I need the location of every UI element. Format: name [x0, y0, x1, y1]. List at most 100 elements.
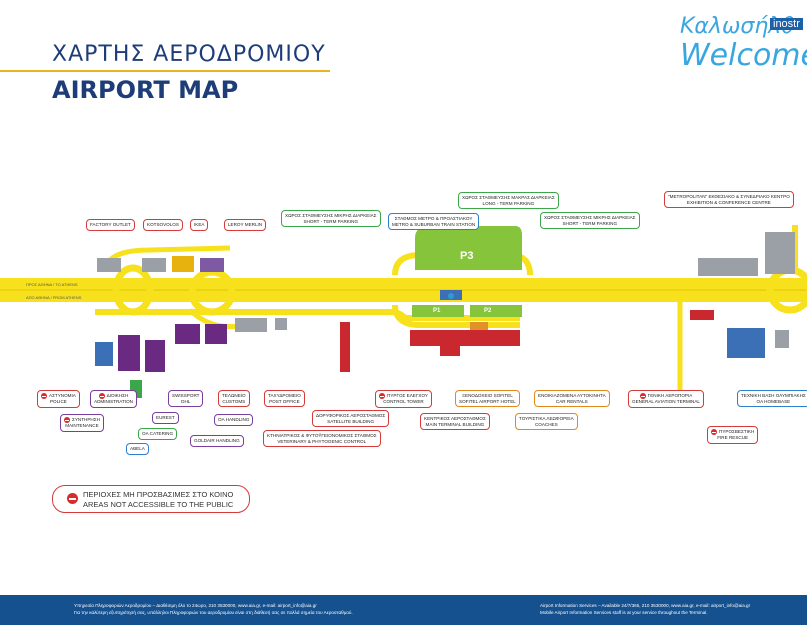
label-car-rentals-en: CAR RENTALS	[555, 398, 588, 404]
label-leroy-merlin: LEROY MERLIN	[224, 219, 267, 231]
label-car-rentals-gr: ΕΝΟΙΚΙΑΖΟΜΕΝΑ ΑΥΤΟΚΙΝΗΤΑ	[538, 393, 606, 398]
label-control-tower-gr: ΠΥΡΓΟΣ ΕΛΕΓΧΟΥ	[379, 393, 428, 399]
interchange-loop-1	[112, 264, 154, 316]
label-control-tower: ΠΥΡΓΟΣ ΕΛΕΓΧΟΥ CONTROL TOWER	[375, 390, 432, 408]
kotsovolos-bldg	[142, 258, 166, 272]
label-goldair: GOLDAIR HANDLING	[190, 435, 244, 447]
ikea-bldg	[172, 256, 194, 272]
label-sofitel: ΞΕΝΟΔΟΧΕΙΟ SOFITEL SOFITEL AIRPORT HOTEL	[455, 390, 520, 408]
label-coaches-en: COACHES	[534, 421, 558, 427]
p1-label: P1	[433, 308, 441, 314]
label-administration-gr-text: ΔΙΟΙΚΗΣΗ	[106, 393, 129, 399]
welcome-english: Welcome!	[680, 38, 807, 73]
eurest-bldg	[145, 340, 165, 372]
legend-text-greek: ΠΕΡΙΟΧΕΣ ΜΗ ΠΡΟΣΒΑΣΙΜΕΣ ΣΤΟ ΚΟΙΝΟ	[83, 490, 234, 499]
label-metropolitan-gr: "METROPOLITAN" ΕΚΘΕΣΙΑΚΟ & ΣΥΝΕΔΡΙΑΚΟ ΚΕ…	[668, 194, 790, 199]
label-veterinary-gr: ΚΤΗΝΙΑΤΡΙΚΟΣ & ΦΥΤΟΫΓΕΙΟΝΟΜΙΚΟΣ ΣΤΑΘΜΟΣ	[267, 433, 377, 438]
label-coaches: ΤΟΥΡΙΣΤΙΚΑ ΛΕΩΦΟΡΕΙΑ COACHES	[515, 413, 578, 431]
label-maintenance-gr: ΣΥΝΤΗΡΗΣΗ	[64, 417, 100, 423]
restricted-icon	[64, 417, 70, 423]
label-general-aviation-gr: ΓΕΝΙΚΗ ΑΕΡΟΠΟΡΙΑ	[632, 393, 700, 399]
legend-text-english: AREAS NOT ACCESSIBLE TO THE PUBLIC	[83, 500, 234, 509]
label-eurest: EUREST	[152, 412, 179, 424]
label-short-parking-left: ΧΩΡΟΣ ΣΤΑΘΜΕΥΣΗΣ ΜΙΚΡΗΣ ΔΙΑΡΚΕΙΑΣ SHORT …	[281, 210, 381, 228]
label-short-parking-left-gr: ΧΩΡΟΣ ΣΤΑΘΜΕΥΣΗΣ ΜΙΚΡΗΣ ΔΙΑΡΚΕΙΑΣ	[285, 213, 377, 218]
label-control-tower-gr-text: ΠΥΡΓΟΣ ΕΛΕΓΧΟΥ	[387, 393, 428, 399]
label-satellite-gr: ΔΟΡΥΦΟΡΙΚΟΣ ΑΕΡΟΣΤΑΘΜΟΣ	[316, 413, 386, 418]
label-swissport-en: DHL	[181, 398, 191, 404]
label-oa-catering: OA CATERING	[138, 428, 178, 440]
label-fire-rescue-en: FIRE RESCUE	[717, 435, 749, 440]
label-sofitel-en: SOFITEL AIRPORT HOTEL	[459, 398, 516, 404]
label-main-terminal: ΚΕΝΤΡΙΚΟΣ ΑΕΡΟΣΤΑΘΜΟΣ MAIN TERMINAL BUIL…	[420, 413, 490, 431]
label-short-parking-left-en: SHORT - TERM PARKING	[303, 218, 359, 224]
hotel-shape	[470, 322, 488, 330]
map-title-greek: ΧΑΡΤΗΣ ΑΕΡΟΔΡΟΜΙΟΥ	[52, 42, 326, 67]
label-olympic-base-gr: ΤΕΧΝΙΚΗ ΒΑΣΗ ΟΛΥΜΠΙΑΚΗΣ	[741, 393, 806, 398]
label-car-rentals: ΕΝΟΙΚΙΑΖΟΜΕΝΑ ΑΥΤΟΚΙΝΗΤΑ CAR RENTALS	[534, 390, 610, 408]
grey-bldg-1	[235, 318, 267, 332]
road-label-from-athens: ΑΠΟ ΑΘΗΝΑ / FROM ATHENS	[26, 295, 82, 300]
label-factory-outlet: FACTORY OUTLET	[86, 219, 135, 231]
p3-label: P3	[460, 250, 474, 262]
restricted-icon	[711, 429, 717, 435]
label-olympic-base-en: OA HOMEBASE	[756, 398, 791, 404]
terminal-ring-bottom	[392, 304, 520, 328]
olympic-base-bldg	[727, 328, 765, 358]
label-metro-station-en: METRO & SUBURBAN TRAIN STATION	[392, 221, 476, 227]
p2-label: P2	[484, 308, 492, 314]
metropolitan-bldg	[698, 258, 758, 276]
grey-bldg-2	[275, 318, 287, 330]
swissport-bldg	[175, 324, 200, 344]
p1-parking-area	[412, 305, 464, 317]
label-abela: ABELA	[126, 443, 149, 455]
label-satellite-en: SATELLITE BUILDING	[327, 418, 375, 424]
label-veterinary-en: VETERINARY & PHYTOGENIC CONTROL	[277, 438, 367, 444]
label-long-parking-gr: ΧΩΡΟΣ ΣΤΑΘΜΕΥΣΗΣ ΜΑΚΡΑΣ ΔΙΑΡΚΕΙΑΣ	[462, 195, 555, 200]
footer-greek-line-1: Υπηρεσία Πληροφοριών Αεροδρομίου – Διαθέ…	[74, 603, 317, 608]
label-metropolitan-en: EXHIBITION & CONFERENCE CENTRE	[686, 199, 771, 205]
satellite-building-shape	[340, 322, 350, 372]
road-label-to-athens: ΠΡΟΣ ΑΘΗΝΑ / TO ATHENS	[26, 282, 78, 287]
label-fire-rescue-gr: ΠΥΡΟΣΒΕΣΤΙΚΗ	[711, 429, 754, 435]
label-long-parking-en: LONG - TERM PARKING	[482, 200, 535, 206]
label-short-parking-right-gr: ΧΩΡΟΣ ΣΤΑΘΜΕΥΣΗΣ ΜΙΚΡΗΣ ΔΙΑΡΚΕΙΑΣ	[544, 215, 636, 220]
label-police-en: POLICE	[49, 399, 67, 404]
footer-greek-line-2: Για την καλύτερη εξυπηρέτησή σας, υπάλλη…	[74, 610, 353, 615]
welcome-tag: inostr	[770, 18, 803, 30]
label-post-office-gr: ΤΑΧΥΔΡΟΜΕΙΟ	[268, 393, 301, 398]
label-maintenance-gr-text: ΣΥΝΤΗΡΗΣΗ	[72, 417, 100, 423]
label-swissport-gr: SWISSPORT	[172, 393, 200, 398]
restricted-icon	[379, 393, 385, 399]
label-fire-rescue: ΠΥΡΟΣΒΕΣΤΙΚΗ FIRE RESCUE	[707, 426, 759, 444]
admin-bldg	[118, 335, 140, 371]
label-police-gr: ΑΣΤΥΝΟΜΙΑ	[41, 393, 76, 399]
label-administration-gr: ΔΙΟΙΚΗΣΗ	[94, 393, 133, 399]
label-general-aviation-gr-text: ΓΕΝΙΚΗ ΑΕΡΟΠΟΡΙΑ	[647, 393, 693, 399]
footer-english-line-1: Airport Information Services – Available…	[540, 603, 751, 608]
label-general-aviation: ΓΕΝΙΚΗ ΑΕΡΟΠΟΡΙΑ GENERAL AVIATION TERMIN…	[628, 390, 704, 408]
no-entry-icon	[67, 493, 78, 504]
p2-parking-area	[470, 305, 522, 317]
info-footer: Υπηρεσία Πληροφοριών Αεροδρομίου – Διαθέ…	[0, 595, 807, 625]
label-post-office-en: POST OFFICE	[269, 398, 300, 404]
label-police-gr-text: ΑΣΤΥΝΟΜΙΑ	[49, 393, 76, 399]
label-coaches-gr: ΤΟΥΡΙΣΤΙΚΑ ΛΕΩΦΟΡΕΙΑ	[519, 416, 574, 421]
label-olympic-base: ΤΕΧΝΙΚΗ ΒΑΣΗ ΟΛΥΜΠΙΑΚΗΣ OA HOMEBASE	[737, 390, 807, 408]
label-maintenance: ΣΥΝΤΗΡΗΣΗ MAINTENANCE	[60, 414, 104, 432]
label-customs-gr: ΤΕΛΩΝΕΙΟ	[222, 393, 246, 398]
label-maintenance-en: MAINTENANCE	[65, 423, 99, 428]
leroy-merlin-bldg	[200, 258, 224, 272]
exhibition-hall	[765, 232, 795, 274]
label-general-aviation-en: GENERAL AVIATION TERMINAL	[632, 399, 700, 404]
restricted-icon	[41, 393, 47, 399]
footer-english-line-2: Mobile Airport Information Services staf…	[540, 610, 708, 615]
label-long-parking: ΧΩΡΟΣ ΣΤΑΘΜΕΥΣΗΣ ΜΑΚΡΑΣ ΔΙΑΡΚΕΙΑΣ LONG -…	[458, 192, 559, 210]
label-veterinary: ΚΤΗΝΙΑΤΡΙΚΟΣ & ΦΥΤΟΫΓΕΙΟΝΟΜΙΚΟΣ ΣΤΑΘΜΟΣ …	[263, 430, 381, 448]
general-aviation-bldg	[690, 310, 714, 320]
restricted-icon	[98, 393, 105, 399]
label-control-tower-en: CONTROL TOWER	[383, 399, 424, 404]
label-short-parking-right: ΧΩΡΟΣ ΣΤΑΘΜΕΥΣΗΣ ΜΙΚΡΗΣ ΔΙΑΡΚΕΙΑΣ SHORT …	[540, 212, 640, 230]
